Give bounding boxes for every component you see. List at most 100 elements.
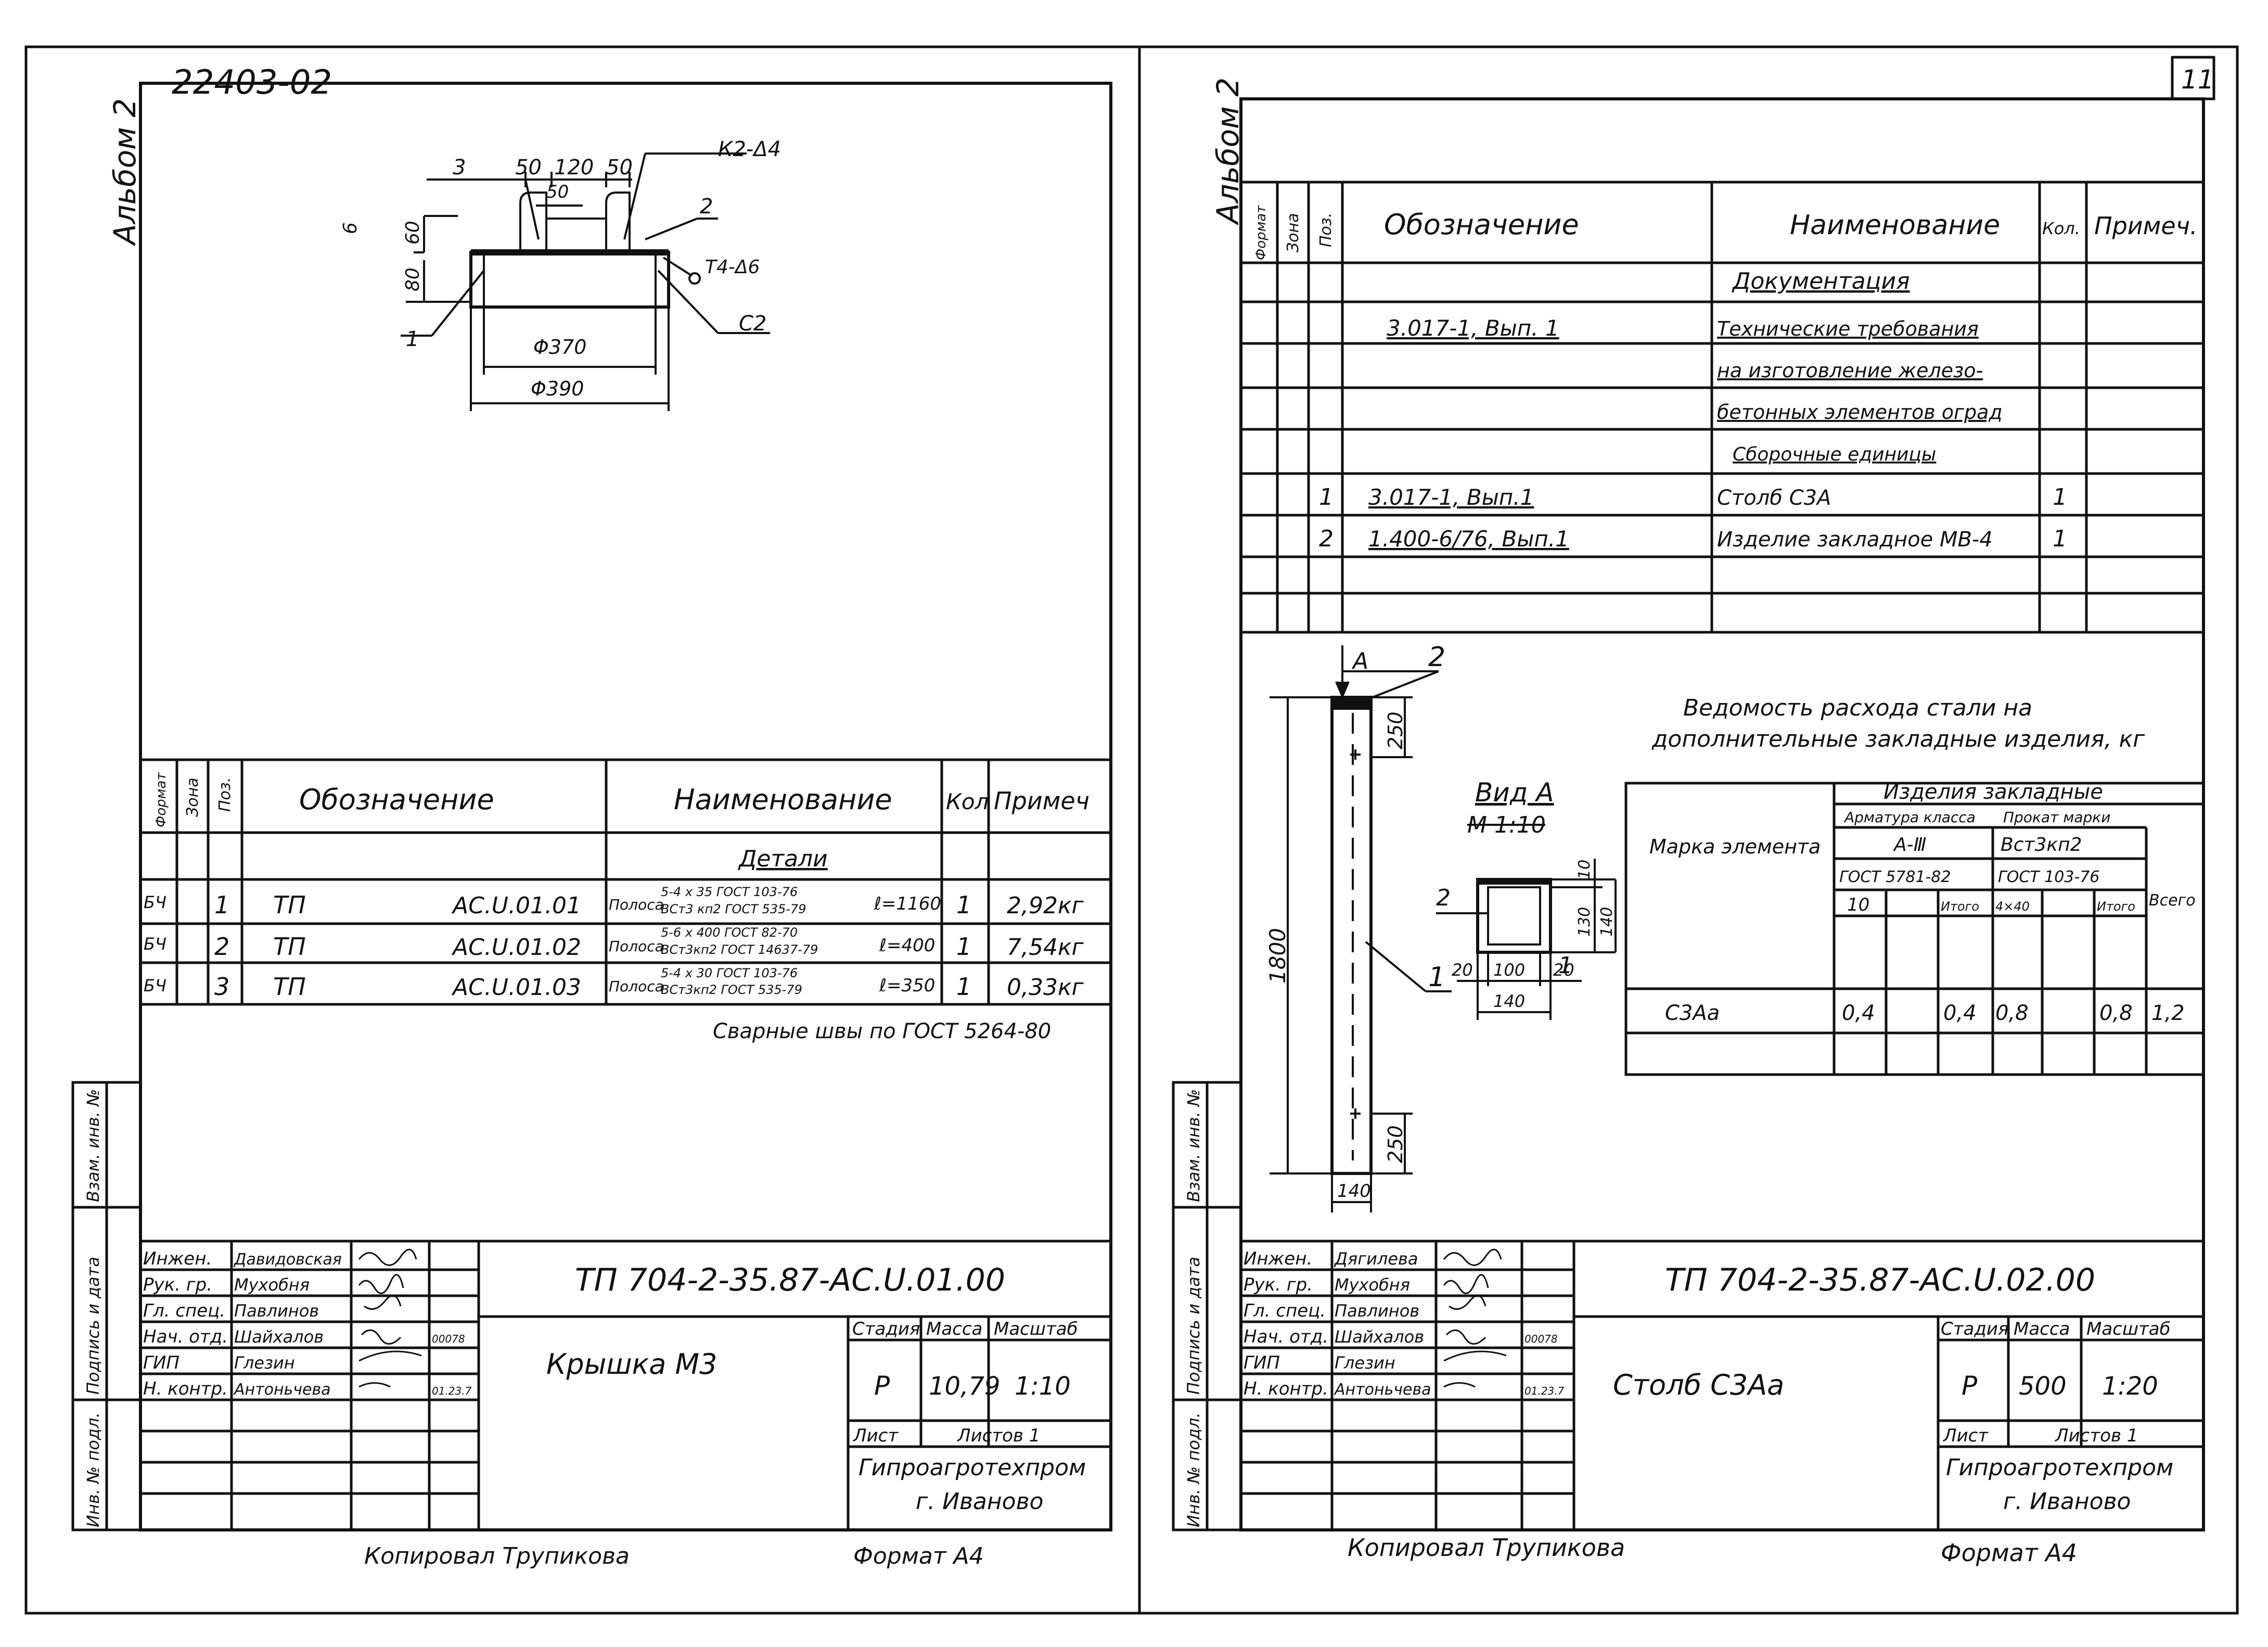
section-details: Детали [738, 846, 828, 872]
hdr-format: Формат [153, 772, 169, 827]
row2-format: БЧ [144, 934, 166, 954]
r-hdr-note: Примеч. [2094, 212, 2198, 240]
dim-60: 60 [402, 221, 424, 245]
hdr-designation: Обозначение [299, 783, 494, 816]
item-name-left: Крышка М3 [546, 1348, 717, 1381]
dim-20-a: 20 [1452, 960, 1473, 980]
r-row1-pos: 1 [1319, 484, 1334, 510]
row2-spec-bot: ВСт3кп2 ГОСТ 14637-79 [661, 942, 818, 957]
dim-100: 100 [1493, 960, 1525, 980]
scale-right: 1:20 [2102, 1372, 2158, 1401]
col-callout-1: 1 [1428, 962, 1445, 993]
r-staff-role-3: Гл. спец. [1244, 1300, 1326, 1321]
stamp-sign-date-right: Подпись и дата [1184, 1257, 1203, 1395]
scale-h-right: Масштаб [2086, 1319, 2171, 1339]
dia-390: Φ390 [531, 377, 584, 400]
r-row2-name: Изделие закладное МВ-4 [1717, 528, 1993, 552]
row2-pos: 2 [214, 933, 229, 961]
doc-line-1: Технические требования [1717, 317, 1979, 340]
hdr-name: Наименование [674, 783, 892, 816]
mass-h-right: Масса [2014, 1319, 2070, 1339]
staff-name-2: Мухобня [234, 1275, 310, 1295]
arrow-a-label: А [1351, 648, 1368, 674]
left-title-block [140, 1240, 1111, 1530]
row3-spec-top: 5-4 х 30 ГОСТ 103-76 [661, 966, 798, 980]
stamp-vzam-left: Взам. инв. № [83, 1089, 103, 1202]
steel-v5: 1,2 [2151, 1001, 2185, 1025]
stage-h-left: Стадия [852, 1319, 920, 1339]
r-staff-name-1: Дягилева [1334, 1249, 1418, 1269]
dim-80: 80 [402, 267, 424, 291]
r-row1-qty: 1 [2053, 484, 2067, 510]
row1-spec-top: 5-4 х 35 ГОСТ 103-76 [661, 885, 798, 899]
steel-row-mark: С3Аа [1665, 1001, 1720, 1025]
row2-qty: 1 [956, 933, 971, 961]
dim-140-bot: 140 [1337, 1181, 1371, 1202]
doc-line-3: бетонных элементов оград [1717, 401, 2003, 424]
row3-desig-a: ТП [273, 973, 306, 1001]
staff-name-1: Давидовская [233, 1250, 342, 1269]
dim-140-h: 140 [1493, 991, 1525, 1011]
stage-right: Р [1962, 1371, 1978, 1401]
steel-arm: Арматура класса [1843, 809, 1976, 826]
view-a-drawing [1436, 824, 1617, 1020]
date-a-right: 00078 [1524, 1333, 1558, 1345]
staff-name-3: Павлинов [234, 1301, 319, 1321]
sheet-no: 11 [2181, 65, 2214, 95]
hdr-note: Примеч [994, 787, 1090, 815]
copied-right: Копировал Трупикова [1348, 1534, 1625, 1562]
steel-gost2: ГОСТ 103-76 [1998, 868, 2099, 886]
weld-note: Сварные швы по ГОСТ 5264-80 [713, 1019, 1051, 1043]
dim-50-inner: 50 [546, 182, 569, 202]
row1-pos: 1 [214, 891, 229, 919]
r-hdr-qty: Кол. [2042, 219, 2080, 238]
item-name-right: Столб С3Аа [1613, 1369, 1784, 1401]
r-hdr-pos: Поз. [1317, 213, 1335, 247]
r-staff-name-3: Павлинов [1335, 1301, 1419, 1321]
steel-itogo-2: Итого [2097, 899, 2135, 914]
hdr-pos: Поз. [216, 777, 234, 812]
steel-v2: 0,4 [1943, 1001, 1977, 1025]
r-staff-name-5: Глезин [1335, 1353, 1395, 1373]
dim-50-b: 50 [606, 156, 633, 180]
stage-h-right: Стадия [1941, 1319, 2008, 1339]
dim-50-a: 50 [515, 156, 542, 180]
title-code-left: ТП 704-2-35.87-АС.U.01.00 [575, 1262, 1005, 1298]
row1-note: 2,92кг [1007, 892, 1084, 919]
row1-format: БЧ [144, 892, 166, 912]
scale-h-left: Масштаб [994, 1319, 1078, 1339]
left-part-drawing [401, 152, 770, 411]
format-right: Формат А4 [1941, 1539, 2077, 1567]
steel-mark-h: Марка элемента [1649, 835, 1821, 858]
row3-desig-b: АС.U.01.03 [451, 974, 581, 1001]
scale-left: 1:10 [1015, 1372, 1071, 1401]
stage-left: Р [874, 1371, 890, 1401]
view-a-title: Вид А [1475, 777, 1554, 808]
outer-frame [24, 45, 2239, 1615]
staff-role-2: Рук. гр. [143, 1274, 212, 1295]
sheet-right: Лист [1942, 1425, 1989, 1446]
section-units: Сборочные единицы [1733, 444, 1936, 465]
stamp-vzam-right: Взам. инв. № [1184, 1089, 1203, 1202]
doc-desig: 3.017-1, Вып. 1 [1387, 315, 1559, 341]
steel-vsego: Всего [2149, 891, 2196, 910]
right-column-drawing [1270, 645, 1452, 1212]
row3-pos: 3 [214, 973, 229, 1001]
album-label-right: Альбом 2 [1210, 78, 1246, 226]
row2-length: ℓ=400 [879, 935, 935, 956]
r-row2-desig: 1.400-6/76, Вып.1 [1368, 526, 1569, 552]
row1-desig-b: АС.U.01.01 [451, 892, 581, 919]
steel-vst: Вст3кп2 [2001, 834, 2082, 856]
dim-20-b: 20 [1553, 960, 1574, 980]
stamp-inv-podl-right: Инв. № подл. [1184, 1412, 1203, 1527]
steel-prokat: Прокат марки [2003, 809, 2110, 826]
doc-code: 22403-02 [172, 63, 332, 102]
row3-length: ℓ=350 [879, 975, 935, 996]
dim-6: 6 [340, 222, 361, 234]
album-label-left: Альбом 2 [107, 98, 143, 247]
r-staff-role-6: Н. контр. [1244, 1378, 1328, 1399]
right-spec-table [1241, 181, 2203, 634]
weld-mark-c2: С2 [739, 312, 766, 336]
r-staff-role-5: ГИП [1244, 1352, 1280, 1373]
dim-1800: 1800 [1265, 928, 1290, 984]
